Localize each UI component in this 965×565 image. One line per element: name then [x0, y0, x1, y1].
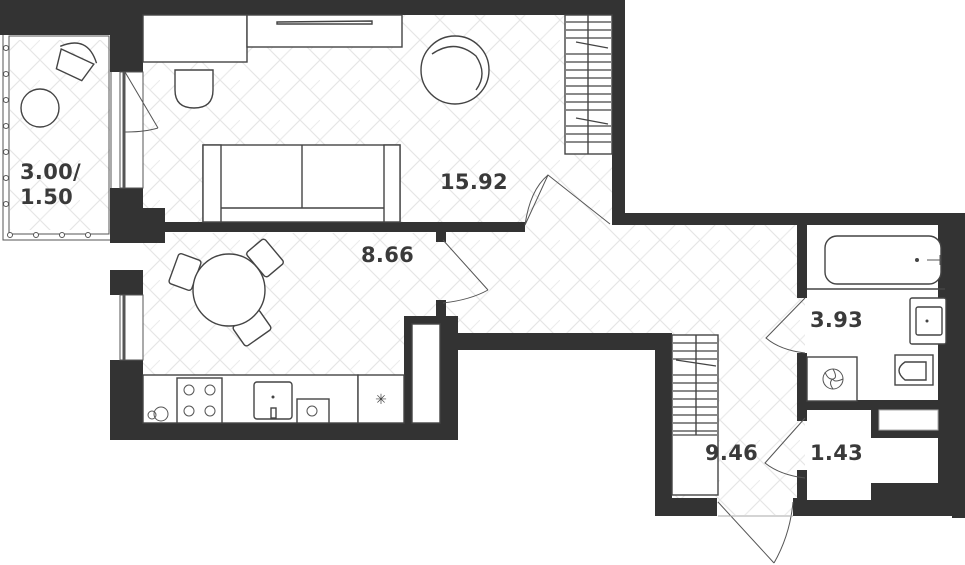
- wardrobe-right: [564, 14, 613, 155]
- area-balcony-line2: 1.50: [20, 185, 74, 210]
- desk-chair: [174, 69, 214, 109]
- windows: [119, 71, 159, 361]
- kitchen-door: [442, 239, 489, 304]
- fridge: [357, 374, 405, 424]
- walls: [0, 0, 965, 518]
- dishwasher: [296, 398, 330, 424]
- area-living-room: 15.92: [440, 170, 508, 194]
- washing-machine: [806, 356, 858, 402]
- washbasin: [909, 297, 947, 345]
- sofa: [202, 144, 401, 223]
- entrance-door: [717, 501, 794, 564]
- storage: [807, 409, 939, 500]
- area-kitchen: 8.66: [361, 243, 415, 267]
- living-door: [524, 174, 611, 226]
- hallway-wardrobe: [671, 334, 806, 564]
- storage-door: [764, 417, 806, 479]
- stove: [176, 377, 223, 424]
- sink: [253, 381, 293, 420]
- area-balcony-line1: 3.00/: [20, 160, 81, 184]
- area-hallway: 9.46: [705, 441, 759, 465]
- balcony: [2, 32, 112, 241]
- armchair-round: [420, 35, 490, 105]
- bathroom-fixtures: [765, 225, 947, 402]
- area-storage: 1.43: [810, 441, 864, 465]
- kitchen-furniture: ✳: [142, 238, 489, 424]
- svg-text:✳: ✳: [375, 392, 387, 408]
- area-bathroom: 3.93: [810, 308, 864, 332]
- balcony-chair: [55, 42, 98, 82]
- bathroom-door: [765, 297, 806, 354]
- living-room-furniture: [142, 14, 613, 226]
- tv-unit: [246, 14, 403, 48]
- toilet: [894, 354, 934, 386]
- wardrobe-top: [142, 14, 248, 63]
- balcony-table: [20, 88, 60, 128]
- bathtub: [824, 235, 942, 285]
- floor-fill: [10, 15, 805, 515]
- dining-table: [168, 238, 284, 347]
- area-balcony: 3.00/ 1.50: [20, 160, 81, 210]
